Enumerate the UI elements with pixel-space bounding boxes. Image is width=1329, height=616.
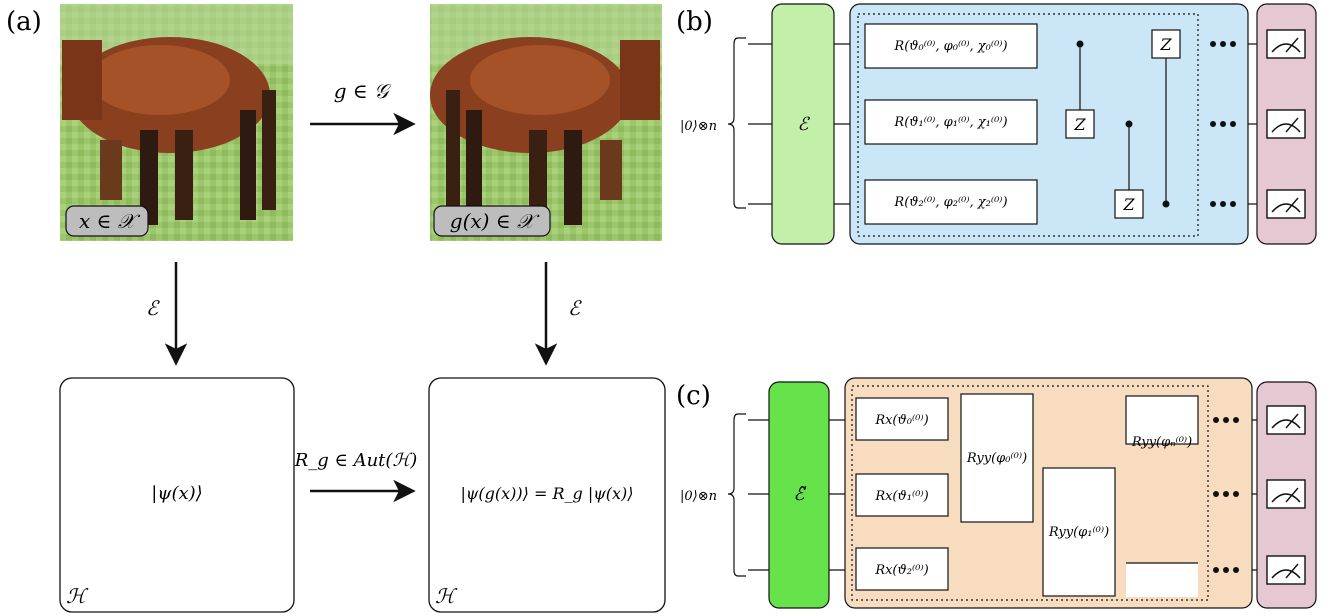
z-gate-b-2 — [1114, 189, 1144, 219]
representation-label: R_g ∈ Aut(ℋ) — [294, 450, 418, 471]
control-dot-01 — [1076, 40, 1084, 48]
encoder-block-b — [771, 3, 835, 245]
state-right: |ψ(g(x))⟩ = R_g |ψ(x)⟩ — [460, 484, 633, 503]
rotation-gate-label-b-2: R(ϑ₂⁽⁰⁾, φ₂⁽⁰⁾, χ₂⁽⁰⁾) — [893, 195, 1007, 210]
rotation-gate-label-b-1: R(ϑ₁⁽⁰⁾, φ₁⁽⁰⁾, χ₁⁽⁰⁾) — [893, 115, 1007, 130]
rx-gate-label-1: Rx(ϑ₁⁽⁰⁾) — [874, 489, 928, 504]
hilbert-label-left: ℋ — [66, 584, 89, 608]
ellipsis-dots-b — [1210, 41, 1236, 207]
control-dot-12 — [1125, 120, 1133, 128]
ryy-gate-12 — [1042, 467, 1116, 597]
z-gate-label-b-1: Z — [1073, 115, 1086, 134]
z-gate-b-0 — [1151, 29, 1181, 59]
z-gate-label-b-2: Z — [1122, 195, 1135, 214]
rx-gate-label-0: Rx(ϑ₀⁽⁰⁾) — [874, 413, 928, 428]
input-state-c: |0⟩⊗n — [680, 489, 717, 504]
panel-b-label: (b) — [676, 7, 713, 37]
input-brace-c — [727, 413, 746, 577]
input-state-b: |0⟩⊗n — [680, 119, 717, 134]
z-gate-b-1 — [1065, 109, 1095, 139]
image-caption-right: g(x) ∈ 𝒳 — [450, 209, 540, 233]
control-dot-20 — [1162, 200, 1170, 208]
encoder-block-c — [768, 381, 830, 609]
rx-gate-label-2: Rx(ϑ₂⁽⁰⁾) — [874, 563, 928, 578]
z-gate-label-b-0: Z — [1159, 35, 1172, 54]
encoding-label-right: ℰ — [568, 296, 582, 320]
hilbert-label-right: ℋ — [435, 584, 458, 608]
hilbert-space-box-right — [428, 377, 666, 613]
ryy-gate-label-12: Ryy(φ₁⁽⁰⁾) — [1048, 525, 1109, 540]
ryy-gate-n-top — [1125, 395, 1199, 445]
encoder-label-c: ℰ̃ — [794, 484, 807, 505]
rotation-gate-label-b-0: R(ϑ₀⁽⁰⁾, φ₀⁽⁰⁾, χ₀⁽⁰⁾) — [893, 39, 1007, 54]
image-caption-left: x ∈ 𝒳 — [79, 209, 141, 233]
meter-icon — [1266, 405, 1306, 585]
ansatz-layer-outline-b — [857, 13, 1199, 237]
hilbert-space-box-left — [59, 377, 295, 613]
group-action-label: g ∈ 𝒢 — [334, 79, 392, 103]
ryy-gate-label-01: Ryy(φ₀⁽⁰⁾) — [966, 451, 1027, 466]
rx-gate-2 — [855, 547, 949, 591]
horse-image-left — [60, 4, 293, 241]
panel-a-label: (a) — [6, 7, 42, 37]
ellipsis-dots-c — [1213, 417, 1239, 573]
caption-box-right — [433, 205, 551, 237]
rx-gate-1 — [855, 473, 949, 517]
rotation-gate-b-1 — [864, 99, 1038, 145]
ryy-gate-01 — [960, 393, 1034, 523]
ryy-gate-n-bottom — [1126, 563, 1198, 597]
encoding-label-left: ℰ — [146, 296, 160, 320]
meter-icon — [1266, 29, 1306, 219]
input-brace-b — [727, 37, 746, 209]
rotation-gate-b-2 — [864, 179, 1038, 225]
ryy-gate-label-n: Ryy(φₙ⁽⁰⁾) — [1131, 435, 1192, 450]
panel-c-label: (c) — [676, 381, 711, 411]
rx-gate-0 — [855, 397, 949, 441]
caption-box-left — [65, 205, 149, 237]
encoder-label-b: ℰ — [798, 114, 811, 135]
rotation-gate-b-0 — [864, 23, 1038, 69]
state-left: |ψ(x)⟩ — [151, 483, 202, 504]
horse-image-right — [430, 4, 662, 241]
